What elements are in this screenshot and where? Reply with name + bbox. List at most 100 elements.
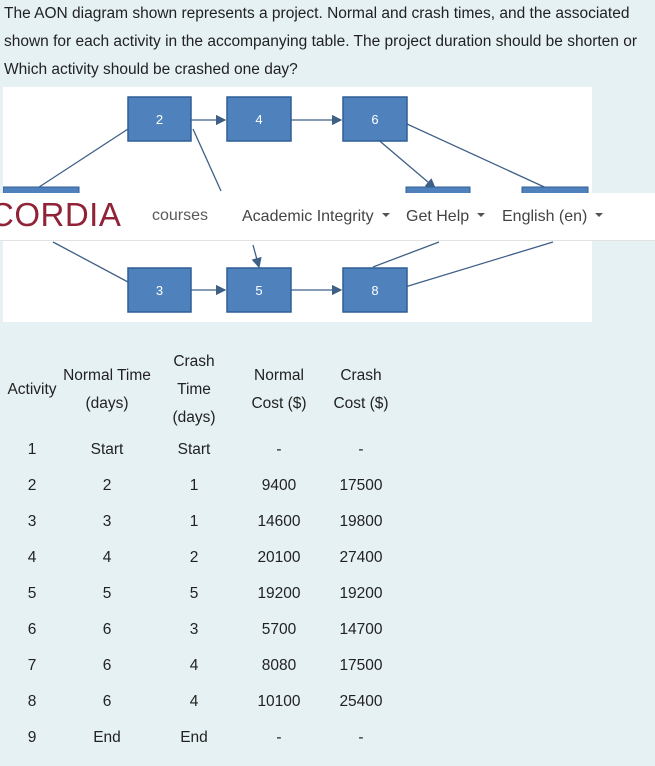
table-cell: 8080 <box>261 657 297 674</box>
site-navbar: CORDIA courses Academic Integrity Get He… <box>0 193 655 241</box>
table-cell: 6 <box>27 621 37 638</box>
table-cell: 5 <box>27 585 37 602</box>
header-normal-time-line2: (days) <box>85 395 129 412</box>
header-crash-time: Crash Time (days) <box>154 348 234 432</box>
table-cell: - <box>358 729 364 746</box>
table-cell: 2 <box>102 477 112 494</box>
table-cell: - <box>358 441 364 458</box>
node-8: 8 <box>342 267 408 313</box>
table-cell: 3 <box>189 621 199 638</box>
table-cell: 9400 <box>261 477 297 494</box>
node-5-label: 5 <box>255 283 262 298</box>
edge-7-end <box>404 241 554 288</box>
table-row: 5 5 5 19200 19200 <box>4 576 398 612</box>
table-cell: 2 <box>189 549 199 566</box>
edge-6-x <box>374 136 436 189</box>
node-6-label: 6 <box>371 112 378 127</box>
node-5: 5 <box>226 267 292 313</box>
header-activity-text: Activity <box>7 381 57 398</box>
table-row: 4 4 2 20100 27400 <box>4 540 398 576</box>
node-3-label: 3 <box>156 283 163 298</box>
edge-2-5-lower <box>251 244 262 269</box>
nav-academic-integrity-label: Academic Integrity <box>242 208 374 225</box>
table-cell: 4 <box>189 693 199 710</box>
table-cell: 4 <box>189 657 199 674</box>
nav-language[interactable]: English (en) <box>502 208 604 226</box>
table-cell: 1 <box>189 513 199 530</box>
edge-start-2 <box>32 128 129 192</box>
question-text: The AON diagram shown represents a proje… <box>4 0 655 84</box>
table-row: 9 End End - - <box>4 720 398 756</box>
table-cell: 20100 <box>257 549 301 566</box>
question-line-1: The AON diagram shown represents a proje… <box>4 5 630 22</box>
edge-x-8 <box>372 241 440 268</box>
table-cell: 5 <box>102 585 112 602</box>
question-line-3: Which activity should be crashed one day… <box>4 61 298 78</box>
chevron-down-icon <box>595 212 604 217</box>
node-3: 3 <box>127 267 192 313</box>
table-row: 7 6 4 8080 17500 <box>4 648 398 684</box>
header-normal-time: Normal Time (days) <box>60 348 154 432</box>
node-2-label: 2 <box>156 112 163 127</box>
table-cell: - <box>276 729 282 746</box>
table-cell: 6 <box>102 657 112 674</box>
header-normal-cost: Normal Cost ($) <box>234 348 324 432</box>
chevron-down-icon <box>477 212 486 217</box>
nav-academic-integrity[interactable]: Academic Integrity <box>242 208 390 226</box>
edge-start-3 <box>52 241 129 283</box>
table-cell: 14600 <box>257 513 301 530</box>
node-4-label: 4 <box>255 112 262 127</box>
node-8-label: 8 <box>371 283 378 298</box>
aon-diagram-svg: 2 4 6 3 5 8 <box>3 96 589 313</box>
edge-2-5 <box>192 128 222 192</box>
node-4: 4 <box>226 96 292 142</box>
brand-logo[interactable]: CORDIA <box>0 196 122 233</box>
table-cell: 2 <box>27 477 37 494</box>
node-2: 2 <box>127 96 192 142</box>
table-cell: End <box>93 729 121 746</box>
header-normal-cost-line1: Normal <box>254 367 304 384</box>
nav-language-label: English (en) <box>502 208 588 225</box>
table-cell: - <box>276 441 282 458</box>
nav-get-help-label: Get Help <box>406 208 470 225</box>
table-cell: 19200 <box>339 585 383 602</box>
table-cell: 17500 <box>339 477 383 494</box>
table-cell: 10100 <box>257 693 301 710</box>
table-cell: 4 <box>27 549 37 566</box>
table-cell: 5700 <box>261 621 297 638</box>
table-cell: 19800 <box>339 513 383 530</box>
table-cell: 7 <box>27 657 37 674</box>
table-header-row: Activity Normal Time (days) Crash Time (… <box>4 348 398 432</box>
table-cell: 5 <box>189 585 199 602</box>
table-cell: Start <box>177 441 211 458</box>
chevron-down-icon <box>381 212 390 217</box>
table-row: 6 6 3 5700 14700 <box>4 612 398 648</box>
table-cell: 19200 <box>257 585 301 602</box>
header-crash-time-line2: Time <box>177 381 211 398</box>
table-cell: 14700 <box>339 621 383 638</box>
table-cell: 8 <box>27 693 37 710</box>
table-cell: 6 <box>102 621 112 638</box>
header-crash-cost: Crash Cost ($) <box>324 348 398 432</box>
table-cell: 1 <box>27 441 37 458</box>
nav-courses-label[interactable]: courses <box>152 207 209 224</box>
table-cell: 4 <box>102 549 112 566</box>
header-crash-cost-line2: Cost ($) <box>333 395 389 412</box>
edge-6-7 <box>406 123 554 192</box>
header-crash-time-line3: (days) <box>172 409 216 426</box>
question-line-2: shown for each activity in the accompany… <box>4 33 638 50</box>
table-cell: 3 <box>102 513 112 530</box>
header-normal-time-line1: Normal Time <box>63 367 151 384</box>
node-6: 6 <box>342 96 408 142</box>
table-cell: 9 <box>27 729 37 746</box>
table-cell: End <box>180 729 208 746</box>
table-cell: 17500 <box>339 657 383 674</box>
header-crash-time-line1: Crash <box>173 353 215 370</box>
nav-get-help[interactable]: Get Help <box>406 208 486 226</box>
table-cell: 27400 <box>339 549 383 566</box>
